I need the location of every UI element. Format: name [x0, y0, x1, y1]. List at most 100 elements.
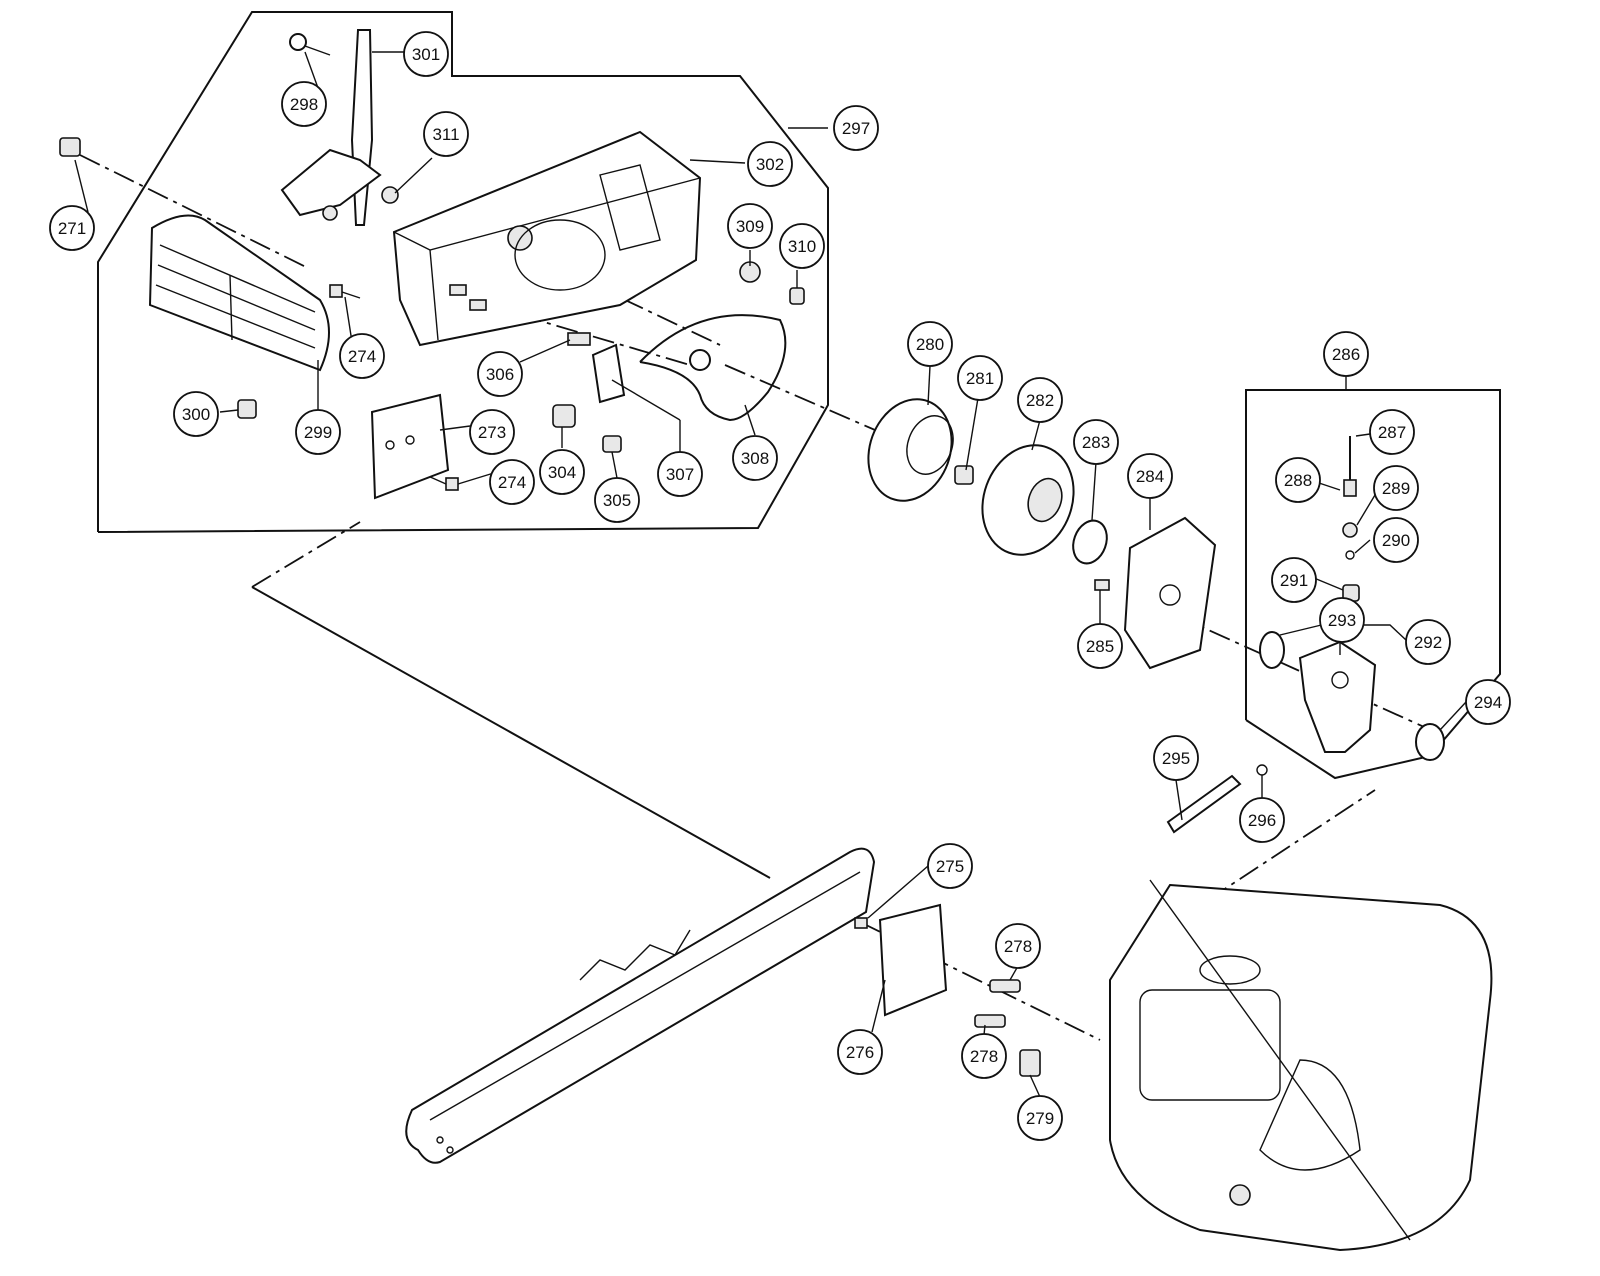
- callout-circle: [837, 1029, 883, 1075]
- callout-label: 299: [304, 423, 332, 442]
- callout-label: 276: [846, 1043, 874, 1062]
- callout-label: 302: [756, 155, 784, 174]
- callout-273: 273: [469, 409, 515, 455]
- callout-label: 307: [666, 465, 694, 484]
- callout-label: 286: [1332, 345, 1360, 364]
- callout-label: 275: [936, 857, 964, 876]
- callout-297: 297: [833, 105, 879, 151]
- callout-label: 310: [788, 237, 816, 256]
- callout-circle: [1465, 679, 1511, 725]
- callout-circle: [957, 355, 1003, 401]
- callout-circle: [403, 31, 449, 77]
- callout-306: 306: [477, 351, 523, 397]
- guide-bar: [405, 847, 876, 1164]
- callout-circle: [489, 459, 535, 505]
- callout-circle: [1073, 419, 1119, 465]
- callout-circle: [477, 351, 523, 397]
- callout-label: 308: [741, 449, 769, 468]
- callout-292: 292: [1405, 619, 1451, 665]
- callout-289: 289: [1373, 465, 1419, 511]
- callout-label: 273: [478, 423, 506, 442]
- callout-label: 284: [1136, 467, 1164, 486]
- callout-label: 271: [58, 219, 86, 238]
- callout-circle: [1323, 331, 1369, 377]
- callout-label: 290: [1382, 531, 1410, 550]
- callout-label: 294: [1474, 693, 1502, 712]
- callout-circle: [995, 923, 1041, 969]
- part-302-cover: [392, 130, 702, 347]
- callout-circle: [747, 141, 793, 187]
- callout-circle: [907, 321, 953, 367]
- callout-274a: 274: [339, 333, 385, 379]
- callout-label: 293: [1328, 611, 1356, 630]
- callout-label: 301: [412, 45, 440, 64]
- callout-label: 278: [970, 1047, 998, 1066]
- callout-label: 292: [1414, 633, 1442, 652]
- callout-282: 282: [1017, 377, 1063, 423]
- callout-301: 301: [403, 31, 449, 77]
- callout-label: 274: [498, 473, 526, 492]
- callout-293: 293: [1319, 597, 1365, 643]
- callout-label: 280: [916, 335, 944, 354]
- group-286-boundary: [1245, 389, 1501, 780]
- callout-circle: [779, 223, 825, 269]
- callout-308: 308: [732, 435, 778, 481]
- callout-label: 288: [1284, 471, 1312, 490]
- callout-label: 297: [842, 119, 870, 138]
- callout-circle: [339, 333, 385, 379]
- callout-275: 275: [927, 843, 973, 889]
- callout-286: 286: [1323, 331, 1369, 377]
- callout-287: 287: [1369, 409, 1415, 455]
- callout-circle: [1077, 623, 1123, 669]
- callout-circle: [1153, 735, 1199, 781]
- callout-304: 304: [539, 449, 585, 495]
- callout-circle: [539, 449, 585, 495]
- callout-circle: [727, 203, 773, 249]
- part-280-clutch: [867, 398, 954, 502]
- callout-295: 295: [1153, 735, 1199, 781]
- callout-label: 278: [1004, 937, 1032, 956]
- callout-label: 281: [966, 369, 994, 388]
- callout-label: 296: [1248, 811, 1276, 830]
- callout-291: 291: [1271, 557, 1317, 603]
- callout-310: 310: [779, 223, 825, 269]
- callout-circle: [1017, 377, 1063, 423]
- callout-circle: [1373, 517, 1419, 563]
- callout-274b: 274: [489, 459, 535, 505]
- callout-280: 280: [907, 321, 953, 367]
- callout-circle: [469, 409, 515, 455]
- callout-layer: 2712732742742752762782782792802812822832…: [49, 31, 1511, 1141]
- callout-label: 291: [1280, 571, 1308, 590]
- callout-circle: [927, 843, 973, 889]
- callout-label: 285: [1086, 637, 1114, 656]
- callout-circle: [657, 451, 703, 497]
- callout-300: 300: [173, 391, 219, 437]
- callout-circle: [281, 81, 327, 127]
- part-299-guard: [148, 214, 330, 372]
- callout-311: 311: [423, 111, 469, 157]
- callout-284: 284: [1127, 453, 1173, 499]
- callout-271: 271: [49, 205, 95, 251]
- callout-307: 307: [657, 451, 703, 497]
- callout-309: 309: [727, 203, 773, 249]
- callout-285: 285: [1077, 623, 1123, 669]
- callout-305: 305: [594, 477, 640, 523]
- callout-circle: [1017, 1095, 1063, 1141]
- callout-290: 290: [1373, 517, 1419, 563]
- group-297-boundary: [97, 11, 829, 533]
- callout-label: 289: [1382, 479, 1410, 498]
- callout-circle: [833, 105, 879, 151]
- callout-302: 302: [747, 141, 793, 187]
- callout-circle: [295, 409, 341, 455]
- callout-label: 304: [548, 463, 576, 482]
- callout-circle: [1275, 457, 1321, 503]
- callout-circle: [1319, 597, 1365, 643]
- callout-276: 276: [837, 1029, 883, 1075]
- callout-circle: [1405, 619, 1451, 665]
- callout-label: 295: [1162, 749, 1190, 768]
- callout-283: 283: [1073, 419, 1119, 465]
- powerhead: [1109, 879, 1493, 1252]
- callout-label: 283: [1082, 433, 1110, 452]
- callout-278a: 278: [995, 923, 1041, 969]
